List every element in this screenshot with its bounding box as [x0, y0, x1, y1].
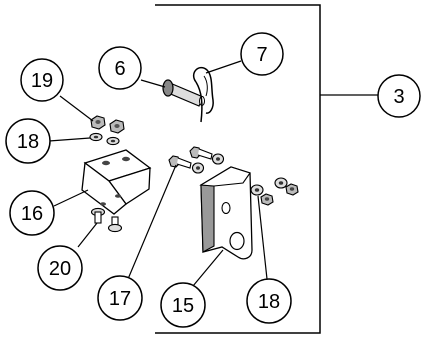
callout-20-leader — [77, 222, 98, 248]
hex-nut — [285, 183, 299, 196]
svg-text:7: 7 — [256, 44, 267, 66]
callout-18a-leader — [48, 137, 91, 142]
svg-text:6: 6 — [114, 58, 125, 80]
hex-nut — [260, 193, 274, 206]
callout-19-leader — [59, 95, 94, 122]
assembly-bracket-line — [155, 4, 321, 334]
mounting-bracket — [81, 149, 152, 215]
flat-washer — [274, 177, 288, 189]
svg-text:3: 3 — [393, 86, 404, 108]
hex-nut — [109, 119, 125, 134]
svg-text:16: 16 — [21, 203, 43, 225]
callout-7-leader — [205, 60, 242, 74]
svg-text:19: 19 — [31, 70, 53, 92]
pivot-bracket — [199, 166, 253, 260]
callout-18a: 18 — [5, 118, 51, 164]
callout-15: 15 — [160, 282, 206, 328]
svg-text:15: 15 — [172, 295, 194, 317]
clevis-pin — [162, 79, 205, 107]
callout-7: 7 — [240, 32, 284, 76]
carriage-bolt — [107, 216, 123, 233]
svg-text:18: 18 — [258, 291, 280, 313]
callout-6-leader — [140, 79, 166, 88]
flat-washer — [250, 184, 264, 196]
hex-bolt — [189, 146, 213, 160]
hairpin-cotter — [192, 66, 214, 123]
flat-washer — [211, 153, 225, 165]
hex-nut — [90, 115, 106, 130]
svg-text:17: 17 — [109, 288, 131, 310]
callout-3: 3 — [377, 74, 421, 118]
svg-text:20: 20 — [49, 258, 71, 280]
flat-washer — [106, 136, 120, 146]
callout-18b-leader — [257, 195, 268, 280]
svg-text:18: 18 — [17, 131, 39, 153]
callout-6: 6 — [98, 46, 142, 90]
callout-20: 20 — [37, 245, 83, 291]
callout-17: 17 — [97, 275, 143, 321]
hex-bolt — [168, 155, 192, 169]
callout-19: 19 — [20, 58, 64, 102]
callout-16-leader — [53, 189, 89, 207]
carriage-bolt — [90, 207, 106, 224]
flat-washer — [191, 162, 205, 174]
callout-17-leader — [127, 164, 177, 280]
callout-18b: 18 — [246, 278, 292, 324]
flat-washer — [89, 132, 103, 142]
callout-16: 16 — [9, 190, 55, 236]
callout-15-leader — [192, 249, 224, 287]
